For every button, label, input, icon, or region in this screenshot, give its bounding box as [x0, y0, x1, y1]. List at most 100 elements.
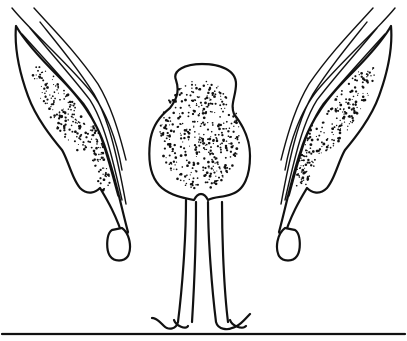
stipple-dot	[307, 140, 309, 142]
stipple-dot	[207, 84, 208, 85]
stipple-dot	[219, 92, 221, 94]
stipple-dot	[352, 99, 353, 100]
stipple-dot	[316, 150, 319, 153]
stipple-dot	[192, 113, 194, 115]
stipple-dot	[194, 148, 197, 151]
stipple-dot	[336, 125, 337, 126]
stipple-dot	[71, 105, 72, 106]
stipple-dot	[71, 125, 73, 127]
stipple-dot	[211, 131, 213, 133]
stipple-dot	[100, 154, 101, 155]
stipple-dot	[186, 174, 188, 176]
stipple-dot	[310, 147, 312, 149]
stipple-dot	[299, 176, 300, 177]
stipple-dot	[61, 109, 63, 111]
stipple-dot	[301, 154, 302, 155]
stipple-dot	[203, 116, 206, 119]
stipple-dot	[180, 88, 181, 89]
stipple-dot	[335, 108, 337, 110]
stipple-dot	[345, 112, 348, 115]
stipple-dot	[341, 123, 342, 124]
stipple-dot	[39, 74, 41, 76]
stipple-dot	[214, 112, 215, 113]
stipple-dot	[217, 180, 218, 181]
stipple-dot	[367, 93, 368, 94]
stipple-dot	[224, 168, 225, 169]
stipple-dot	[235, 117, 237, 119]
stipple-dot	[68, 139, 69, 140]
stipple-dot	[229, 136, 231, 138]
stipple-dot	[224, 164, 227, 167]
stipple-dot	[225, 157, 227, 159]
stipple-dot	[216, 162, 218, 164]
stipple-dot	[171, 170, 172, 171]
stipple-dot	[299, 167, 301, 169]
stipple-dot	[187, 131, 189, 133]
stipple-dot	[318, 135, 320, 137]
stipple-dot	[337, 140, 340, 143]
stipple-dot	[56, 83, 59, 86]
stipple-dot	[335, 111, 336, 112]
stipple-dot	[205, 123, 206, 124]
stipple-dot	[57, 122, 60, 125]
stipple-dot	[215, 137, 217, 139]
stipple-dot	[308, 151, 310, 153]
stipple-dot	[183, 147, 185, 149]
stipple-dot	[92, 135, 93, 136]
stipple-dot	[311, 125, 313, 127]
stipple-dot	[321, 152, 322, 153]
stipple-dot	[225, 97, 227, 99]
stipple-dot	[221, 142, 223, 144]
stipple-dot	[38, 66, 40, 68]
stipple-dot	[348, 102, 350, 104]
stipple-dot	[238, 135, 240, 137]
stipple-dot	[108, 182, 110, 184]
stipple-dot	[77, 123, 78, 124]
stipple-dot	[163, 117, 165, 119]
stipple-dot	[304, 168, 305, 169]
stipple-dot	[338, 126, 339, 127]
stipple-dot	[87, 133, 89, 135]
stipple-dot	[350, 121, 351, 122]
stipple-dot	[354, 86, 356, 88]
stipple-dot	[198, 133, 199, 134]
stipple-dot	[333, 143, 335, 145]
stipple-dot	[208, 151, 210, 153]
stipple-dot	[216, 140, 219, 143]
stipple-dot	[202, 122, 204, 124]
stipple-dot	[226, 171, 228, 173]
stipple-dot	[50, 106, 51, 107]
stipple-dot	[205, 145, 206, 146]
stipple-dot	[221, 134, 223, 136]
stipple-dot	[52, 109, 53, 110]
stipple-dot	[103, 188, 105, 190]
stipple-dot	[51, 98, 52, 99]
stipple-dot	[337, 137, 339, 139]
stipple-dot	[92, 160, 94, 162]
stipple-dot	[175, 156, 178, 159]
stipple-dot	[103, 178, 106, 181]
stipple-dot	[356, 112, 359, 115]
stipple-dot	[333, 134, 334, 135]
stipple-dot	[46, 90, 47, 91]
stipple-dot	[305, 184, 307, 186]
stipple-dot	[197, 96, 198, 97]
stipple-dot	[68, 108, 70, 110]
stipple-dot	[180, 179, 182, 181]
stipple-dot	[345, 101, 347, 103]
stipple-dot	[301, 171, 303, 173]
stipple-dot	[344, 118, 345, 119]
stipple-dot	[331, 131, 333, 133]
stipple-dot	[213, 172, 215, 174]
stipple-dot	[211, 103, 212, 104]
stipple-dot	[77, 133, 79, 135]
stipple-dot	[368, 95, 369, 96]
stipple-dot	[85, 136, 87, 138]
stipple-dot	[352, 78, 354, 80]
stipple-dot	[312, 162, 313, 163]
stipple-dot	[182, 141, 183, 142]
stipple-dot	[307, 150, 308, 151]
stipple-dot	[183, 137, 185, 139]
stipple-dot	[230, 156, 232, 158]
stipple-dot	[162, 124, 163, 125]
